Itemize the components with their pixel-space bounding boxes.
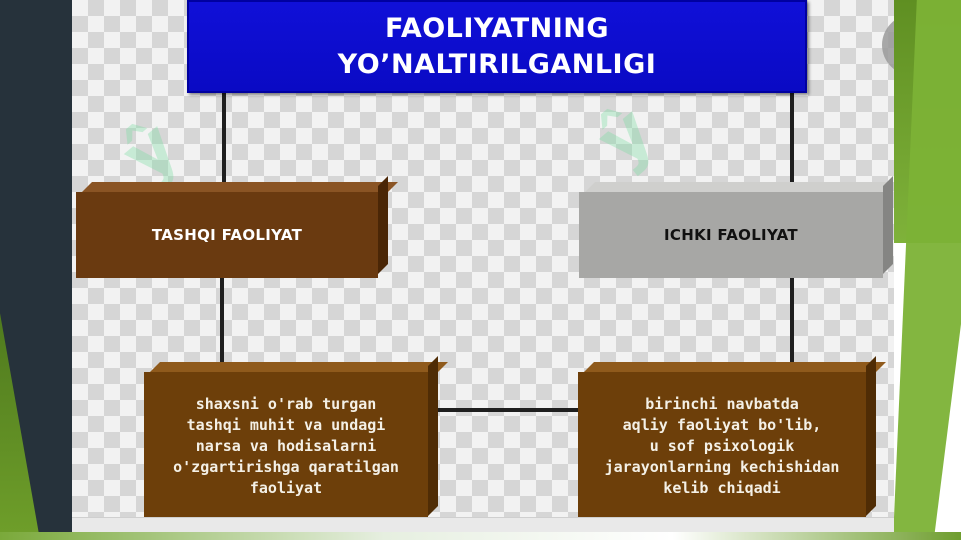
connector-header-right [790,93,794,185]
close-button[interactable]: ✕ [882,14,894,76]
diagram-title-line-1: FAOLIYATNING [384,12,610,44]
diagram-title-line-2: YO’NALTIRILGANLIGI [337,48,657,80]
tashqi-description-box: shaxsni o'rab turgan tashqi muhit va und… [144,356,448,520]
ichki-faoliyat-label: ICHKI FAOLIYAT [664,226,798,244]
watermark-logo: ŷ [580,89,669,183]
box-front-face: shaxsni o'rab turgan tashqi muhit va und… [144,372,428,520]
box-front-face: TASHQI FAOLIYAT [76,192,378,278]
slide-bottom-strip [0,532,961,540]
tashqi-faoliyat-label: TASHQI FAOLIYAT [151,226,303,244]
box-front-face: ICHKI FAOLIYAT [579,192,883,278]
box-front-face: birinchi navbatda aqliy faoliyat bo'lib,… [578,372,866,520]
ichki-faoliyat-box: ICHKI FAOLIYAT [579,176,894,278]
diagram-title-box: FAOLIYATNING YO’NALTIRILGANLIGI [187,0,807,93]
ichki-description-box: birinchi navbatda aqliy faoliyat bo'lib,… [578,356,886,520]
box-top-face [584,362,886,372]
tashqi-faoliyat-box: TASHQI FAOLIYAT [76,176,398,278]
connector-bottom-horizontal [436,408,578,412]
box-top-face [82,182,398,192]
box-side-face [428,356,438,516]
image-frame-bottom-bar [72,517,894,532]
diagram-image-frame: ŷ ŷ o o FAOLIYATNING YO’NALTIRILGANLIGI … [72,0,894,532]
box-side-face [866,356,876,516]
box-side-face [378,176,388,274]
box-top-face [585,182,894,192]
connector-header-left [222,93,226,185]
ichki-description-text: birinchi navbatda aqliy faoliyat bo'lib,… [604,394,840,497]
connector-left-down [220,276,224,368]
tashqi-description-text: shaxsni o'rab turgan tashqi muhit va und… [173,394,399,497]
connector-right-down [790,276,794,368]
box-top-face [150,362,448,372]
box-side-face [883,176,893,274]
